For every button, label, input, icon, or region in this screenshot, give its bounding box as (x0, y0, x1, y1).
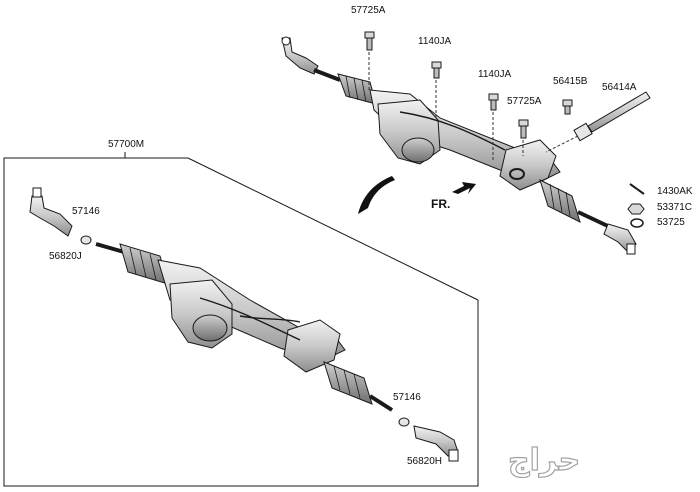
tie-rod-left-top (313, 68, 341, 82)
tie-rod-stud-right-detail (448, 449, 459, 462)
label-57146-left: 57146 (72, 206, 100, 217)
label-53725: 53725 (657, 217, 685, 228)
pipe-detail-2 (239, 315, 301, 323)
haraj-watermark: حراج (507, 443, 581, 478)
top-steering-rack (281, 36, 637, 255)
tie-rod-stud-right-top (626, 243, 636, 255)
screw-56415b (562, 99, 573, 115)
tie-rod-stud-left-top (281, 36, 291, 46)
detail-steering-rack (29, 187, 459, 462)
washer-53725 (630, 218, 644, 228)
label-57700m: 57700M (108, 139, 145, 150)
label-57725a-upper: 57725A (351, 5, 386, 16)
tie-rod-end-left-top (281, 37, 319, 75)
bolt-1140ja-right (488, 93, 499, 111)
bolt-1140ja-left (431, 61, 442, 79)
detail-frame (3, 157, 479, 487)
tie-rod-end-left-detail (29, 195, 73, 237)
front-direction-arrow (452, 182, 476, 194)
tie-rod-right-detail (368, 394, 394, 412)
nut-57146-left (80, 235, 92, 245)
yoke-plug-56414a (573, 91, 651, 142)
label-1140ja-left: 1140JA (418, 36, 452, 47)
label-56415b: 56415B (553, 76, 588, 87)
label-56414a: 56414A (602, 82, 637, 93)
view-arrow (358, 176, 395, 214)
oring-top (509, 168, 525, 180)
exploded-parts (364, 31, 651, 228)
tie-rod-right-top (577, 210, 613, 230)
boot-left-top (337, 73, 377, 105)
label-1140ja-right: 1140JA (478, 69, 512, 80)
label-57146-right: 57146 (393, 392, 421, 403)
bolt-57725a-upper (364, 31, 375, 51)
label-57725a-lower: 57725A (507, 96, 542, 107)
nut-57146-right (398, 417, 410, 427)
front-direction-label: FR. (431, 197, 451, 211)
nut-53371c (627, 203, 645, 215)
motor-cap-detail (192, 314, 228, 342)
motor-cap-top (401, 137, 435, 163)
detail-frame-diagonal (187, 157, 479, 301)
label-56820j: 56820J (49, 251, 82, 262)
pin-1430ak (629, 183, 645, 195)
pinion-housing-detail (283, 319, 341, 373)
label-56820h: 56820H (407, 456, 443, 467)
label-53371c: 53371C (657, 202, 693, 213)
label-1430ak: 1430AK (657, 186, 693, 197)
bolt-57725a-lower (518, 119, 529, 139)
tie-rod-left-detail (95, 242, 125, 254)
tie-rod-stud-left-detail (32, 187, 42, 198)
boot-right-detail (323, 361, 373, 405)
leader-56414a (545, 135, 579, 153)
pipe-top (399, 111, 506, 151)
